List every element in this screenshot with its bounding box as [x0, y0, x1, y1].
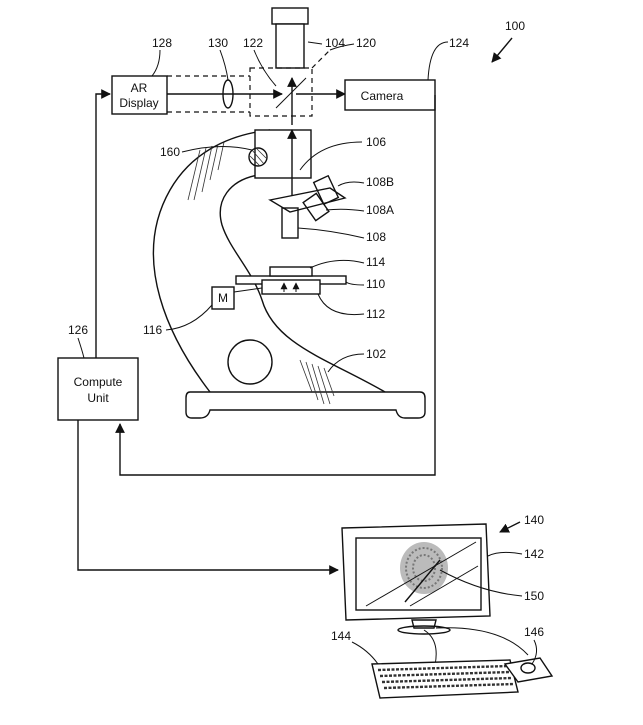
ref-112: 112	[366, 307, 385, 321]
stage-holder	[261, 279, 321, 295]
ref-150: 150	[524, 589, 544, 603]
sensor-160	[248, 147, 268, 167]
ref-140: 140	[524, 513, 544, 527]
specimen-image	[365, 541, 479, 607]
ref-124: 124	[449, 36, 469, 50]
monitor-base	[397, 625, 451, 635]
compute-to-monitor-line	[77, 420, 339, 575]
ar-ref-line	[311, 49, 331, 69]
ref-114: 114	[366, 255, 385, 269]
ref-108a: 108A	[366, 203, 394, 217]
monitor-screen	[355, 537, 482, 611]
objective-108a	[302, 192, 330, 222]
compute-unit-label-2: Unit	[87, 391, 109, 405]
microscope-head	[254, 129, 312, 179]
ref-130: 130	[208, 36, 228, 50]
camera-to-compute-line	[115, 95, 436, 476]
objective-108b	[312, 174, 340, 206]
ref-144: 144	[331, 629, 351, 643]
ref-102: 102	[366, 347, 386, 361]
compute-unit-box: Compute Unit	[57, 357, 139, 421]
ref-128: 128	[152, 36, 172, 50]
motor-label: M	[218, 291, 228, 305]
mouse	[520, 662, 536, 674]
ref-108b: 108B	[366, 175, 394, 189]
ref-116: 116	[143, 323, 162, 337]
mouse-cable	[435, 627, 529, 656]
focus-knob	[227, 339, 273, 385]
compute-to-ar-line	[95, 89, 111, 358]
ar-overlay-region	[249, 67, 313, 117]
beam-splitter	[275, 77, 307, 109]
microscope-base	[185, 391, 426, 419]
reference-numerals: 100 128 130 122 104 120 124 106 160 108B…	[68, 19, 544, 665]
monitor-stand	[411, 619, 437, 629]
ref-106: 106	[366, 135, 386, 149]
ar-display-label-1: AR	[131, 81, 148, 95]
mouse-pad	[503, 657, 554, 683]
keyboard-keys	[377, 664, 515, 690]
overlay-annotation	[404, 559, 441, 603]
ref-146: 146	[524, 625, 544, 639]
ref-100: 100	[505, 19, 525, 33]
ref-120: 120	[356, 36, 376, 50]
workstation	[341, 523, 554, 699]
ar-display-box: AR Display	[111, 75, 168, 115]
camera-box: Camera	[344, 79, 436, 111]
eyepiece	[271, 7, 309, 69]
objective-108	[281, 207, 299, 239]
keyboard-cable	[423, 629, 437, 666]
ref-122: 122	[243, 36, 263, 50]
ref-142: 142	[524, 547, 544, 561]
sample-slide	[269, 266, 313, 277]
compute-unit-label-1: Compute	[74, 375, 123, 389]
ref-160: 160	[160, 145, 180, 159]
motor-box	[211, 286, 235, 310]
camera-label: Camera	[361, 89, 404, 103]
ar-display-label-2: Display	[119, 96, 158, 110]
ref-108: 108	[366, 230, 386, 244]
microscope: M	[152, 77, 426, 419]
microscope-arm	[152, 129, 271, 393]
microscope-arm-inner	[219, 174, 386, 393]
ref-110: 110	[366, 277, 385, 291]
ref-126: 126	[68, 323, 88, 337]
